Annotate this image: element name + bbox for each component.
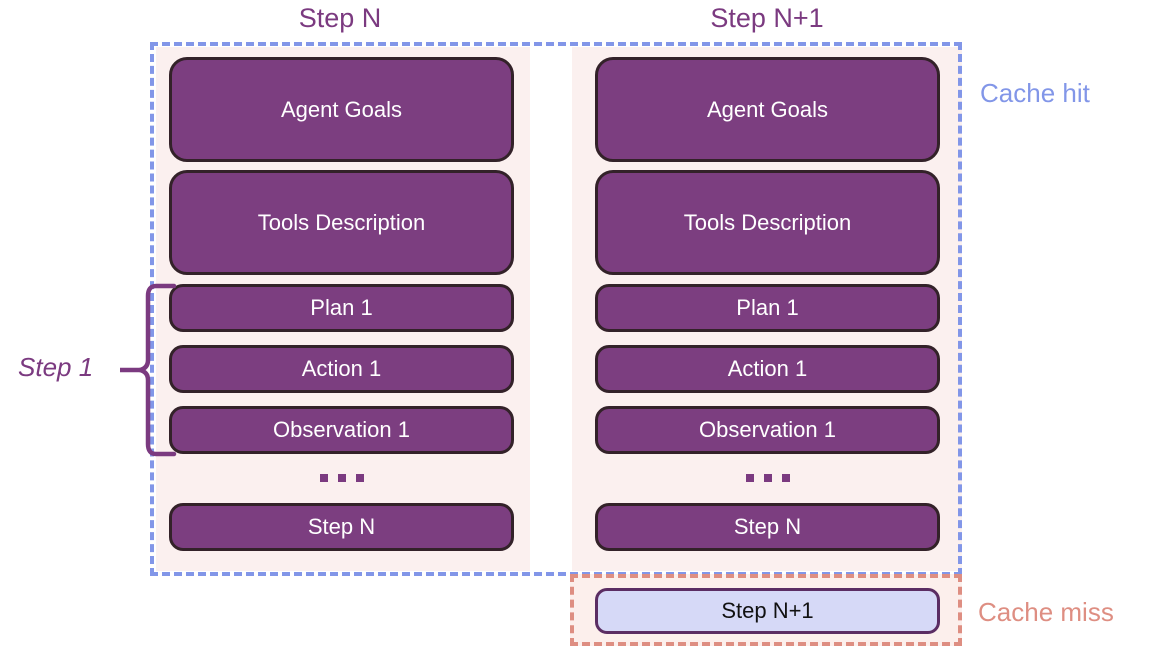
block-observation-1-left: Observation 1 <box>169 406 514 454</box>
block-agent-goals-left: Agent Goals <box>169 57 514 162</box>
cache-miss-label: Cache miss <box>978 597 1114 627</box>
block-tools-description-right: Tools Description <box>595 170 940 275</box>
block-action-1-right: Action 1 <box>595 345 940 393</box>
block-plan-1-left: Plan 1 <box>169 284 514 332</box>
block-observation-1-right: Observation 1 <box>595 406 940 454</box>
block-step-n-left: Step N <box>169 503 514 551</box>
ellipsis-dot <box>781 474 790 482</box>
ellipsis-dot <box>337 474 346 482</box>
ellipsis-right <box>595 463 940 493</box>
ellipsis-dot <box>745 474 754 482</box>
ellipsis-dot <box>355 474 364 482</box>
block-step-n-plus-1-new: Step N+1 <box>595 588 940 634</box>
cache-hit-label: Cache hit <box>980 78 1090 108</box>
step-1-bracket-label: Step 1 <box>18 352 94 382</box>
ellipsis-left <box>169 463 514 493</box>
block-action-1-left: Action 1 <box>169 345 514 393</box>
block-tools-description-left: Tools Description <box>169 170 514 275</box>
ellipsis-dot <box>319 474 328 482</box>
block-step-n-right: Step N <box>595 503 940 551</box>
block-agent-goals-right: Agent Goals <box>595 57 940 162</box>
ellipsis-dot <box>763 474 772 482</box>
column-title-step-n: Step N <box>298 3 382 33</box>
column-title-step-n-plus-1: Step N+1 <box>710 3 824 33</box>
block-plan-1-right: Plan 1 <box>595 284 940 332</box>
step-1-brace-icon <box>120 283 177 457</box>
